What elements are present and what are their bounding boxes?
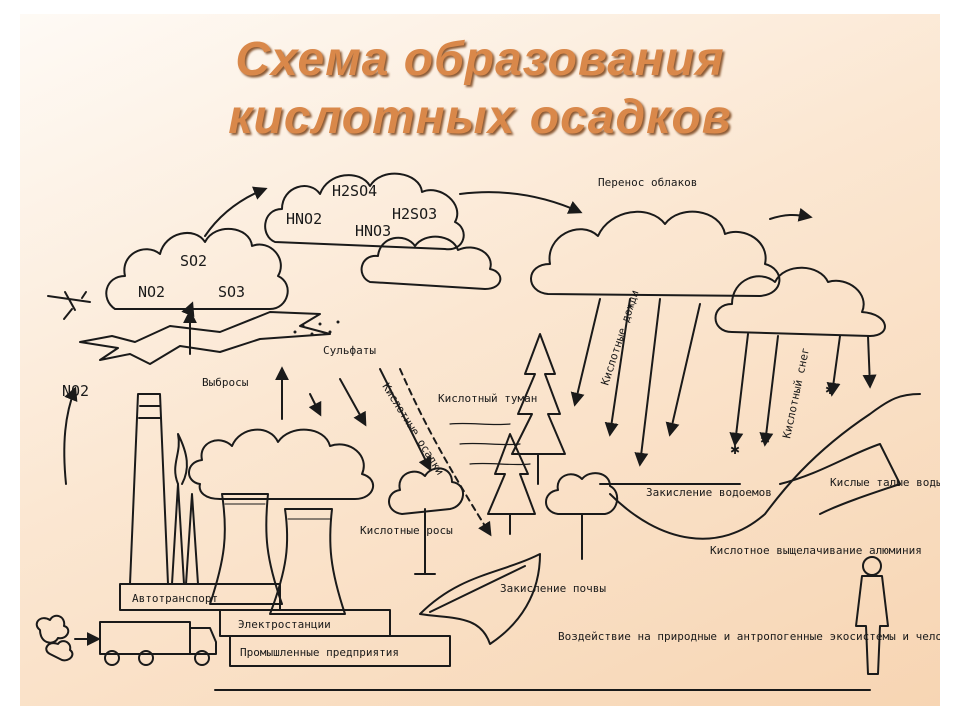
arrow-precip-1: [379, 368, 432, 472]
deciduous-tree-icon: [545, 472, 619, 560]
label-acid-dew: Кислотные росы: [360, 524, 453, 537]
cooling-tower-2: [269, 508, 346, 615]
thin-stacks: [171, 483, 199, 585]
title-line-1: Схема образования: [235, 33, 725, 86]
arrow-no2-up: [63, 386, 78, 485]
acid-rain-diagram: SO2 NO2 SO3 H2SO4 HNO2 HNO3 H2SO3 NO2 Пе…: [35, 172, 940, 691]
arrow-cloud2-cloud4: [459, 191, 583, 214]
label-acid-precip: Кислотные осадки: [379, 381, 446, 478]
label-lake-acid: Закисление водоемов: [646, 486, 772, 499]
pine-tree-2-icon: [487, 433, 536, 535]
label-no2-cloud: NO2: [138, 283, 165, 301]
cloud-rain: [530, 210, 781, 297]
fog-lines: [449, 422, 531, 466]
block-industry: [229, 635, 451, 667]
label-acid-fog: Кислотный туман: [438, 392, 537, 405]
label-h2so4: H2SO4: [332, 182, 377, 200]
label-power: Электростанции: [238, 618, 331, 631]
label-h2so3: H2SO3: [392, 205, 437, 223]
label-hno3: HNO3: [355, 222, 391, 240]
svg-text:✱: ✱: [760, 433, 770, 447]
label-acid-melt: Кислые талые воды: [830, 476, 940, 489]
flame-icon: [174, 433, 188, 485]
label-acid-snow: Кислотный снег: [780, 346, 812, 439]
label-so2: SO2: [180, 252, 207, 270]
smokestack: [129, 393, 169, 585]
label-industry: Промышленные предприятия: [240, 646, 399, 659]
slide: Схема образования кислотных осадков SO2 …: [20, 14, 940, 706]
title-line-2: кислотных осадков: [228, 91, 732, 144]
human-figure-icon: [855, 556, 889, 675]
truck-icon: [99, 621, 217, 666]
cooling-tower-1: [209, 493, 283, 605]
label-emissions: Выбросы: [202, 376, 249, 389]
arrow-cloud1-cloud2: [204, 186, 268, 237]
label-soil-acid: Закисление почвы: [500, 582, 606, 595]
pine-tree-1-icon: [511, 333, 566, 485]
label-cloud-transfer: Перенос облаков: [598, 176, 697, 189]
airplane-icon: [47, 291, 91, 320]
cloud-snow: [714, 266, 886, 337]
snowflake-icon: ✱: [730, 443, 740, 457]
cloud-acids: [264, 172, 465, 251]
tree-icon: [388, 467, 464, 575]
arrow-precip-dashed: [399, 368, 492, 537]
snow-arrow-1: [729, 333, 749, 447]
steam-cloud: [188, 428, 374, 500]
arrow-cloud4-right: [769, 207, 813, 222]
label-transport: Автотранспорт: [132, 592, 218, 605]
label-hno2: HNO2: [286, 210, 322, 228]
lake-outline: [599, 393, 921, 540]
label-sulfates: Сульфаты: [323, 344, 376, 357]
label-aluminium: Кислотное выщелачивание алюминия: [710, 544, 922, 557]
svg-text:✱: ✱: [825, 383, 835, 397]
label-impact: Воздействие на природные и антропогенные…: [558, 630, 940, 643]
smoke-plume: [79, 311, 331, 365]
cloud-small: [360, 235, 502, 290]
cloud-oxides: [105, 227, 289, 310]
block-transport: [119, 583, 281, 611]
exhaust-puff: [35, 614, 70, 644]
meltwater: [779, 443, 901, 515]
particles: [293, 320, 340, 336]
rain-arrow-1: [570, 298, 601, 407]
leaf-icon: [419, 553, 541, 645]
label-so3: SO3: [218, 283, 245, 301]
label-no2-side: NO2: [62, 382, 89, 400]
